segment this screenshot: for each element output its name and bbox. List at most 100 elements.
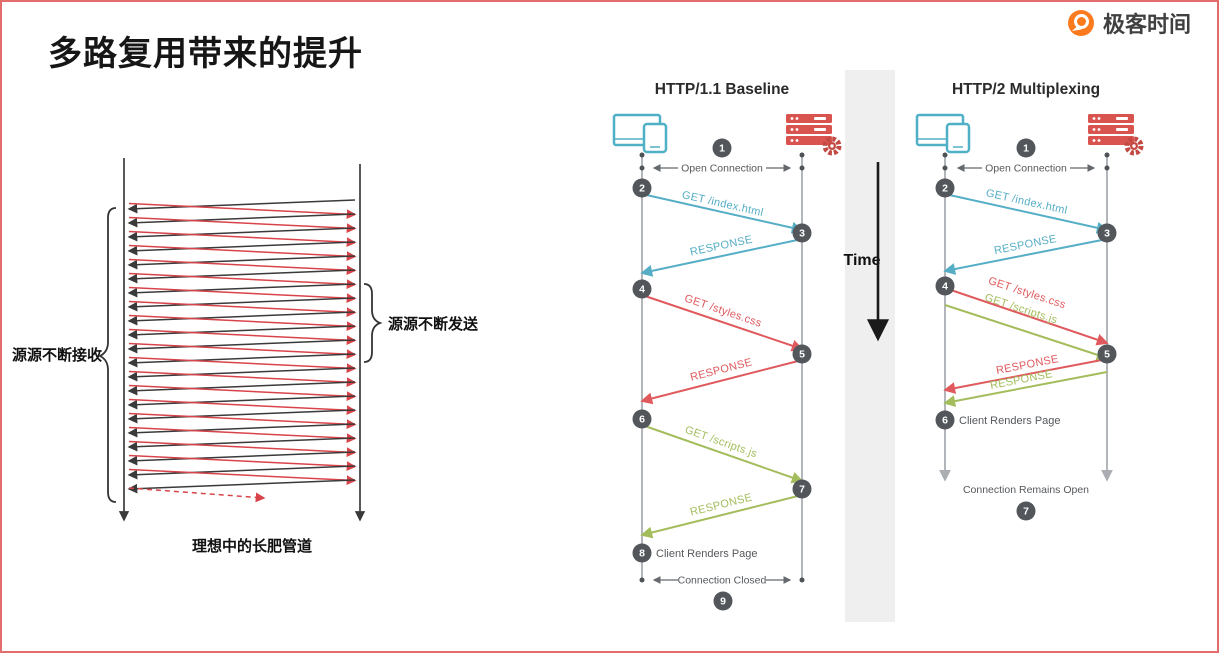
pipe-arrow-right	[128, 314, 357, 331]
http2-sequence: HTTP/2 Multiplexing	[915, 81, 1144, 521]
pipe-arrow-left	[127, 199, 356, 214]
pipe-arrow-right	[128, 384, 357, 401]
svg-text:6: 6	[639, 414, 645, 426]
receive-brace	[97, 207, 117, 503]
pipe-arrow-right	[128, 426, 357, 443]
msg-response-index: RESPONSE	[689, 234, 754, 259]
time-strip	[845, 70, 895, 622]
pipe-arrow-left	[127, 255, 356, 270]
open-connection-label: Open Connection	[985, 163, 1067, 175]
pipe-dotted-arrow	[128, 487, 266, 503]
pipe-arrow-right	[128, 440, 357, 457]
arrow-get-styles	[944, 287, 1109, 346]
pipe-arrow-left	[127, 325, 356, 340]
pipe-arrow-right	[128, 412, 357, 429]
pipe-arrow-left	[127, 395, 356, 410]
pipe-arrow-left	[127, 283, 356, 298]
svg-text:1: 1	[719, 143, 725, 155]
server-icon	[786, 114, 842, 156]
pipe-arrow-left	[127, 269, 356, 284]
time-axis: Time	[843, 70, 895, 622]
pipe-arrow-right	[128, 258, 357, 275]
http2-title: HTTP/2 Multiplexing	[952, 81, 1100, 98]
pipe-arrow-left	[127, 353, 356, 368]
arrow-response-styles	[640, 359, 803, 405]
msg-get-index: GET /index.html	[681, 189, 765, 219]
svg-text:3: 3	[1104, 228, 1110, 240]
msg-get-scripts: GET /scripts.js	[683, 424, 759, 460]
pipe-arrow-right	[128, 356, 357, 373]
arrow-response-scripts	[943, 371, 1108, 407]
pipe-arrow-left	[127, 241, 356, 256]
svg-text:5: 5	[1104, 349, 1110, 361]
svg-text:6: 6	[942, 415, 948, 427]
http11-title: HTTP/1.1 Baseline	[655, 81, 790, 98]
pipe-arrow-right	[128, 286, 357, 303]
msg-response-index: RESPONSE	[993, 233, 1058, 257]
pipe-arrow-right	[128, 342, 357, 359]
svg-text:3: 3	[799, 228, 805, 240]
geektime-logo-icon	[1067, 10, 1094, 36]
pipe-arrows	[127, 199, 357, 494]
server-icon	[1088, 114, 1144, 156]
pipe-arrow-right	[128, 300, 357, 317]
arrow-response-styles	[943, 358, 1108, 394]
pipe-arrow-right	[128, 202, 357, 219]
client-device-icon	[612, 113, 668, 154]
page-title: 多路复用带来的提升	[48, 35, 363, 73]
pipe-arrow-right	[128, 468, 357, 485]
step-badges-http2: 1 2 3 4 5 6 7	[935, 138, 1117, 521]
open-connection-label: Open Connection	[681, 163, 763, 175]
connection-closed-label: Connection Closed	[678, 575, 767, 587]
arrow-get-index	[641, 193, 804, 234]
pipe-arrow-right	[128, 244, 357, 261]
pipe-arrow-right	[128, 328, 357, 345]
pipe-arrow-left	[127, 227, 356, 242]
pipe-arrow-left	[127, 311, 356, 326]
svg-text:7: 7	[799, 484, 805, 496]
pipe-arrow-left	[127, 339, 356, 354]
svg-text:1: 1	[1023, 143, 1029, 155]
brand-name: 极客时间	[1102, 12, 1191, 37]
http11-sequence: HTTP/1.1 Baseline	[612, 81, 842, 611]
connection-remains-label: Connection Remains Open	[963, 484, 1089, 496]
fat-pipe-diagram: 源源不断接收 源源不断发送 理想中的长肥管道	[12, 158, 479, 555]
arrow-get-scripts	[944, 304, 1109, 361]
step-badges-http11: 1 2 3 4 5 6 7 8 9	[632, 138, 812, 611]
pipe-arrow-right	[128, 216, 357, 233]
pipe-arrow-right	[128, 370, 357, 387]
svg-text:5: 5	[799, 349, 805, 361]
svg-text:7: 7	[1023, 506, 1029, 518]
pipe-arrow-left	[127, 465, 356, 480]
svg-text:2: 2	[942, 183, 948, 195]
pipe-arrow-left	[127, 479, 356, 494]
pipe-arrow-right	[128, 398, 357, 415]
arrow-get-index	[944, 193, 1109, 234]
arrow-response-scripts	[640, 494, 803, 539]
gear-icon	[822, 136, 842, 156]
pipe-arrow-left	[127, 423, 356, 438]
render-label: Client Renders Page	[656, 548, 758, 560]
pipe-arrow-left	[127, 367, 356, 382]
brand-logo: 极客时间	[1066, 7, 1191, 39]
svg-text:4: 4	[639, 284, 645, 296]
arrow-get-styles	[641, 294, 804, 352]
svg-text:9: 9	[720, 596, 726, 608]
pipe-arrow-left	[127, 409, 356, 424]
pipe-arrow-left	[127, 381, 356, 396]
pipe-arrow-right	[128, 230, 357, 247]
pipe-send-label: 源源不断发送	[388, 315, 479, 333]
arrow-response-index	[640, 238, 803, 277]
pipe-arrow-right	[128, 272, 357, 289]
svg-text:2: 2	[639, 183, 645, 195]
arrow-get-scripts	[641, 424, 804, 484]
pipe-arrow-left	[127, 437, 356, 452]
gear-icon	[1124, 136, 1144, 156]
render-label: Client Renders Page	[959, 415, 1061, 427]
pipe-arrow-right	[128, 454, 357, 471]
pipe-arrow-left	[127, 451, 356, 466]
svg-text:4: 4	[942, 281, 948, 293]
pipe-caption: 理想中的长肥管道	[192, 537, 312, 555]
pipe-receive-label: 源源不断接收	[12, 346, 102, 364]
